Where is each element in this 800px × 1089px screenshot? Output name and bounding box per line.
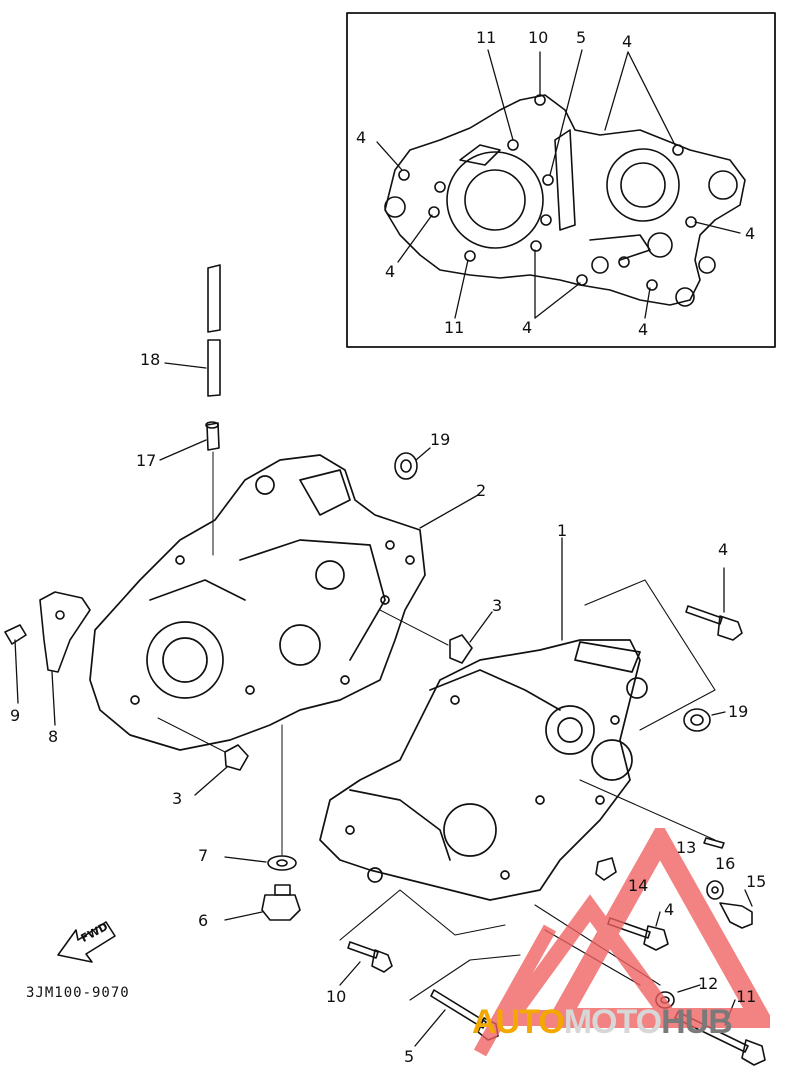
callout-main-19-top: 19 xyxy=(430,430,451,449)
callout-main-3-right: 3 xyxy=(492,596,503,615)
callout-inset-4-bottom: 4 xyxy=(522,318,533,337)
callout-inset-11-bottom: 11 xyxy=(444,318,465,337)
callout-inset-4-right: 4 xyxy=(745,224,756,243)
left-crankcase-half xyxy=(89,454,426,751)
dowel-sleeves xyxy=(157,447,726,796)
callout-main-4-bottom: 4 xyxy=(664,900,675,919)
callout-main-8: 8 xyxy=(48,727,59,746)
fwd-arrow-icon xyxy=(57,921,116,963)
callout-main-13: 13 xyxy=(676,838,697,857)
callout-inset-4-bottomright: 4 xyxy=(638,320,649,339)
callout-main-9: 9 xyxy=(10,706,21,725)
callout-main-4-right: 4 xyxy=(718,540,729,559)
callout-main-15: 15 xyxy=(746,872,767,891)
drain-plug-parts xyxy=(224,724,301,921)
callout-inset-4-top: 4 xyxy=(622,32,633,51)
bolt-4-right xyxy=(685,567,743,641)
watermark-word-moto: MOTO xyxy=(563,1003,662,1041)
callout-main-17: 17 xyxy=(136,451,157,470)
diagram-part-code: 3JM100-9070 xyxy=(26,985,130,1001)
stud-washer-bolt xyxy=(703,837,753,929)
callout-main-5: 5 xyxy=(404,1047,415,1066)
callout-main-18: 18 xyxy=(140,350,161,369)
callout-main-16: 16 xyxy=(715,854,736,873)
plate-and-bolt-parts xyxy=(4,591,91,726)
callout-main-2: 2 xyxy=(476,481,487,500)
watermark-word-hub: HUB xyxy=(661,1003,733,1041)
callout-main-12: 12 xyxy=(698,974,719,993)
callout-main-11: 11 xyxy=(736,987,757,1006)
callout-inset-4-left: 4 xyxy=(356,128,367,147)
callout-main-7: 7 xyxy=(198,846,209,865)
inset-frame xyxy=(346,12,776,348)
callout-inset-4-midleft: 4 xyxy=(385,262,396,281)
watermark-word-auto: AUTO xyxy=(472,1003,565,1041)
callout-inset-5: 5 xyxy=(576,28,587,47)
inset-leader-lines xyxy=(376,49,741,319)
callout-main-14: 14 xyxy=(628,876,649,895)
callout-main-3-left: 3 xyxy=(172,789,183,808)
automotohub-logo-icon xyxy=(473,828,770,1057)
callout-main-19-right: 19 xyxy=(728,702,749,721)
callout-main-10: 10 xyxy=(326,987,347,1006)
callout-inset-11-top: 11 xyxy=(476,28,497,47)
watermark-wordmark: AUTOMOTOHUB xyxy=(472,1003,733,1042)
dowel-pin-parts xyxy=(159,264,221,556)
callout-main-6: 6 xyxy=(198,911,209,930)
right-crankcase-half xyxy=(319,639,648,901)
cap-and-lower-bolt xyxy=(595,857,669,951)
callout-inset-10: 10 xyxy=(528,28,549,47)
bolt-10 xyxy=(339,941,393,986)
inset-crankcase xyxy=(384,94,746,307)
callout-main-1: 1 xyxy=(557,521,568,540)
main-leader-lines xyxy=(419,494,563,641)
